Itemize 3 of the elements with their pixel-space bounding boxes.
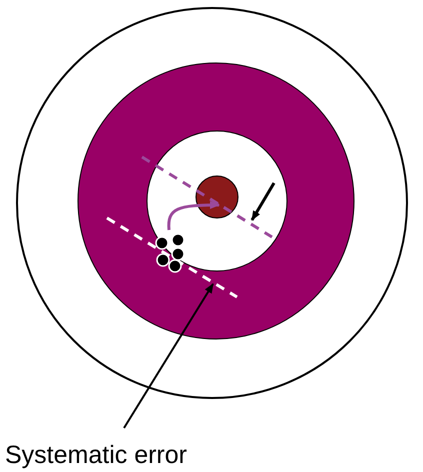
dashed-line — [106, 216, 238, 298]
leader-arrow — [123, 283, 214, 429]
callout-label: Systematic error — [5, 441, 187, 469]
